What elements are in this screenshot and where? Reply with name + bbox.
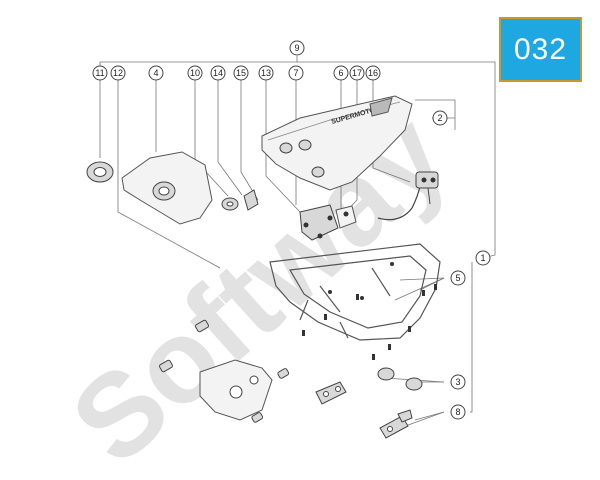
callout-3: 3 [450,374,466,390]
page-number-badge: 032 [499,17,582,82]
callout-16: 16 [365,65,381,81]
svg-text:14: 14 [213,68,223,78]
svg-text:5: 5 [455,273,460,283]
seat-bracket-part [299,204,357,241]
subframe-part [269,243,441,341]
callout-5: 5 [450,270,466,286]
svg-text:2: 2 [437,113,442,123]
washer-part [86,161,114,183]
svg-text:3: 3 [455,377,460,387]
svg-text:1: 1 [480,253,485,263]
screws-part [302,284,437,360]
callout-11: 11 [92,65,108,81]
callout-10: 10 [187,65,203,81]
svg-text:8: 8 [455,407,460,417]
callout-1: 1 [475,250,491,266]
rubber-mounts-part [315,367,423,439]
mount-bracket-part [159,319,290,423]
callout-8: 8 [450,404,466,420]
svg-text:9: 9 [294,43,299,53]
svg-text:17: 17 [352,68,362,78]
callout-17: 17 [349,65,365,81]
callout-12: 12 [110,65,126,81]
callout-15: 15 [233,65,249,81]
seat-cowl-part [121,151,213,225]
svg-text:6: 6 [338,68,343,78]
svg-text:11: 11 [95,68,104,78]
svg-text:10: 10 [190,68,200,78]
callout-2: 2 [432,110,448,126]
svg-text:4: 4 [153,68,158,78]
callout-7: 7 [288,65,304,81]
svg-text:16: 16 [368,68,378,78]
svg-text:15: 15 [236,68,246,78]
svg-text:13: 13 [261,68,271,78]
seat-part: SUPERMOTO [261,95,413,191]
watermark: Softway [47,88,472,480]
callout-9: 9 [289,40,305,56]
callout-4: 4 [148,65,164,81]
callout-13: 13 [258,65,274,81]
svg-text:12: 12 [113,68,123,78]
callout-14: 14 [210,65,226,81]
svg-text:7: 7 [293,68,298,78]
cable-lock-part [377,171,439,221]
callout-6: 6 [333,65,349,81]
lock-part [221,189,259,211]
